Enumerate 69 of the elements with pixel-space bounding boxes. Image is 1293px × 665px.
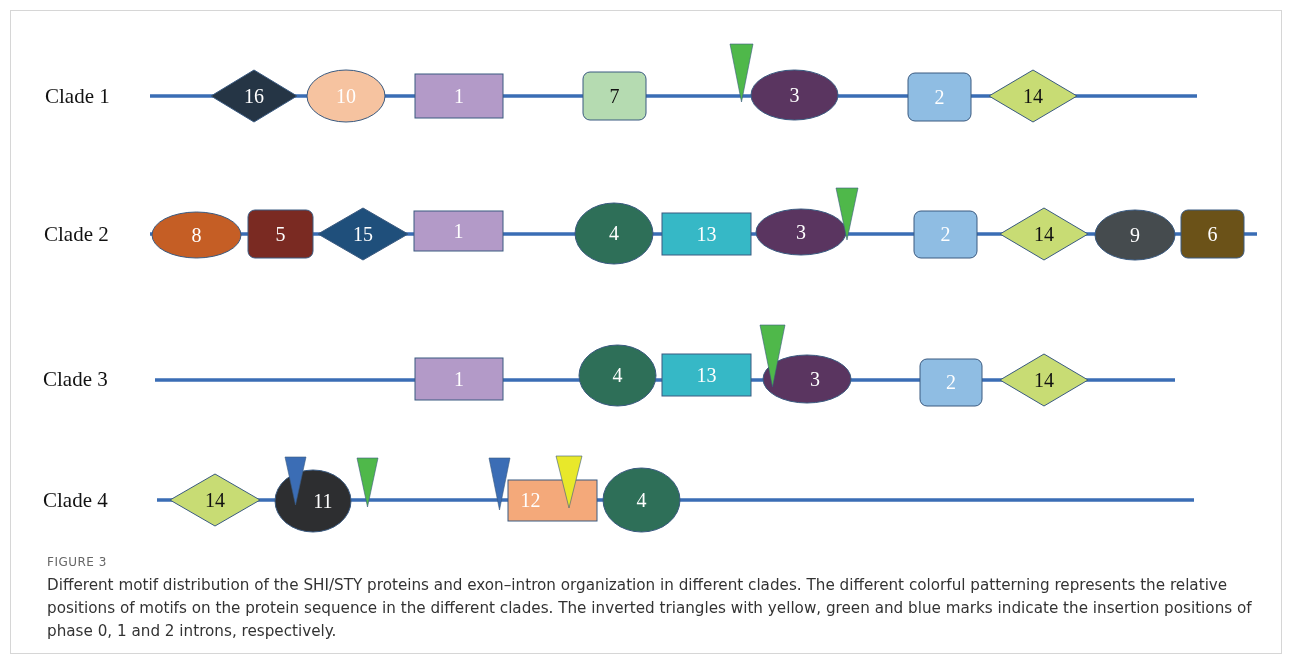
clade-label: Clade 2 xyxy=(44,222,109,247)
motif-rectangle xyxy=(508,480,597,521)
motif-ellipse xyxy=(756,209,846,255)
motif-number: 10 xyxy=(335,83,357,109)
motif-number: 3 xyxy=(795,219,807,245)
intron-triangle-icon xyxy=(760,325,785,387)
motif-diamond xyxy=(989,70,1077,122)
clade-label: Clade 4 xyxy=(43,488,108,513)
motif-number: 2 xyxy=(939,222,952,247)
motif-number: 1 xyxy=(453,366,465,392)
figure-number: FIGURE 3 xyxy=(47,555,107,569)
motif-rounded-rectangle xyxy=(248,210,313,258)
motif-rectangle xyxy=(415,74,503,118)
motif-diamond xyxy=(318,208,408,260)
motif-ellipse xyxy=(575,203,653,264)
motif-diamond xyxy=(1000,208,1088,260)
intron-triangle-icon xyxy=(556,456,582,508)
motif-rectangle xyxy=(662,354,751,396)
motif-number: 16 xyxy=(243,83,265,109)
motif-number: 5 xyxy=(274,221,287,247)
motif-ellipse xyxy=(152,212,241,258)
intron-triangle-icon xyxy=(357,458,378,507)
motif-number: 14 xyxy=(1022,83,1044,109)
motif-rectangle xyxy=(415,358,503,400)
motif-rectangle xyxy=(662,213,751,255)
motif-rounded-rectangle xyxy=(920,359,982,406)
motif-number: 8 xyxy=(190,222,203,248)
intron-triangle-icon xyxy=(285,457,306,505)
motif-number: 1 xyxy=(453,83,465,109)
intron-triangle-icon xyxy=(730,44,753,102)
motif-number: 15 xyxy=(352,221,374,247)
motif-number: 14 xyxy=(1033,221,1055,247)
motif-number: 4 xyxy=(608,221,620,246)
motif-ellipse xyxy=(763,355,851,403)
motif-diamond xyxy=(170,474,260,526)
motif-diamond xyxy=(1000,354,1088,406)
motif-number: 4 xyxy=(635,487,648,513)
motif-number: 13 xyxy=(695,221,718,247)
motif-number: 9 xyxy=(1129,222,1141,248)
motif-number: 12 xyxy=(519,488,542,513)
motif-number: 7 xyxy=(608,83,621,109)
motif-ellipse xyxy=(579,345,656,406)
figure-caption: Different motif distribution of the SHI/STY proteins and exon–intron organization in different clades. The different colorful patterning represents the relative positions of motifs on the protein sequence in the different clades. The inverted triangles with yellow, green and blue marks indicate the insertion positions of phase 0, 1 and 2 introns, respectively. xyxy=(47,575,1253,642)
motif-number: 14 xyxy=(204,487,226,513)
motif-diamond xyxy=(211,70,297,122)
motif-number: 6 xyxy=(1206,221,1219,247)
motif-rectangle xyxy=(414,211,503,251)
motif-ellipse xyxy=(603,468,680,532)
motif-number: 2 xyxy=(933,84,946,110)
motif-number: 14 xyxy=(1033,367,1055,393)
motif-rounded-rectangle xyxy=(583,72,646,120)
clade-label: Clade 1 xyxy=(45,84,110,109)
motif-number: 3 xyxy=(788,82,801,108)
intron-triangle-icon xyxy=(836,188,858,240)
motif-rounded-rectangle xyxy=(908,73,971,121)
motif-number: 2 xyxy=(945,370,957,395)
motif-ellipse xyxy=(751,70,838,120)
motif-ellipse xyxy=(275,470,351,532)
motif-number: 4 xyxy=(611,363,624,388)
motif-number: 1 xyxy=(452,218,465,244)
motif-rounded-rectangle xyxy=(1181,210,1244,258)
motif-number: 13 xyxy=(695,362,718,388)
clade-label: Clade 3 xyxy=(43,367,108,392)
motif-ellipse xyxy=(307,70,385,122)
motif-rounded-rectangle xyxy=(914,211,977,258)
motif-ellipse xyxy=(1095,210,1175,260)
motif-number: 11 xyxy=(312,488,334,514)
intron-triangle-icon xyxy=(489,458,510,510)
motif-number: 3 xyxy=(809,366,821,392)
